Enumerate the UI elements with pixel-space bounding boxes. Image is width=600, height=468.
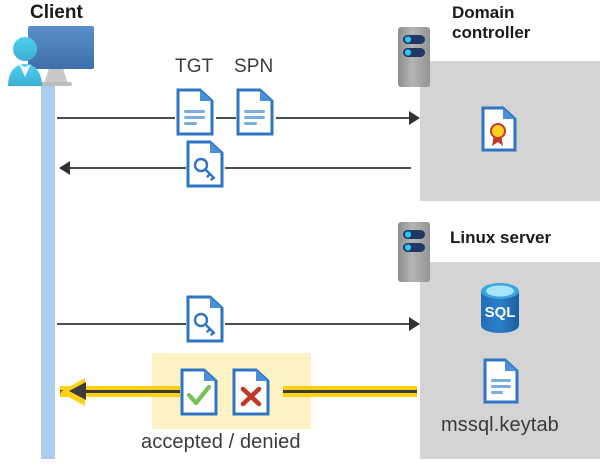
sql-label: SQL — [485, 304, 516, 321]
row1-line-segment-a — [57, 117, 175, 119]
accepted-denied-label: accepted / denied — [141, 431, 301, 453]
spn-document-icon — [236, 88, 274, 136]
linux-server-rack-icon — [398, 222, 430, 282]
row1-line-segment-b — [216, 117, 236, 119]
certificate-document-icon — [481, 106, 517, 152]
result-arrow-core-a — [60, 390, 180, 393]
sql-database-icon: SQL — [476, 280, 524, 336]
result-arrowhead-inner — [69, 382, 86, 400]
client-user-monitor-icon — [2, 24, 102, 96]
domain-controller-server-rack-icon — [398, 27, 430, 87]
row3-line-segment-a — [57, 323, 186, 325]
tgt-document-icon — [176, 88, 214, 136]
row1-line-segment-c — [276, 117, 411, 119]
ticket-key-document-icon-2 — [186, 295, 224, 343]
domain-controller-title: Domain controller — [452, 3, 592, 43]
domain-controller-title-line1: Domain — [452, 3, 515, 22]
result-arrow-core-b — [283, 390, 417, 393]
client-lifeline — [41, 84, 55, 459]
tgt-label: TGT — [175, 56, 214, 77]
row2-arrowhead-left — [59, 161, 70, 175]
denied-document-cross-icon — [232, 368, 270, 416]
row1-arrowhead-right — [409, 111, 420, 125]
row3-line-segment-b — [225, 323, 411, 325]
linux-server-title: Linux server — [450, 228, 552, 247]
row2-line-segment-a — [70, 167, 186, 169]
row3-arrowhead-right — [409, 317, 420, 331]
spn-label: SPN — [234, 56, 274, 77]
client-title: Client — [30, 2, 83, 23]
mssql-keytab-document-icon — [483, 358, 519, 404]
mssql-keytab-label: mssql.keytab — [441, 414, 559, 436]
ticket-key-document-icon-1 — [186, 140, 224, 188]
accepted-document-check-icon — [180, 368, 218, 416]
domain-controller-title-line2: controller — [452, 23, 531, 43]
row2-line-segment-b — [225, 167, 411, 169]
